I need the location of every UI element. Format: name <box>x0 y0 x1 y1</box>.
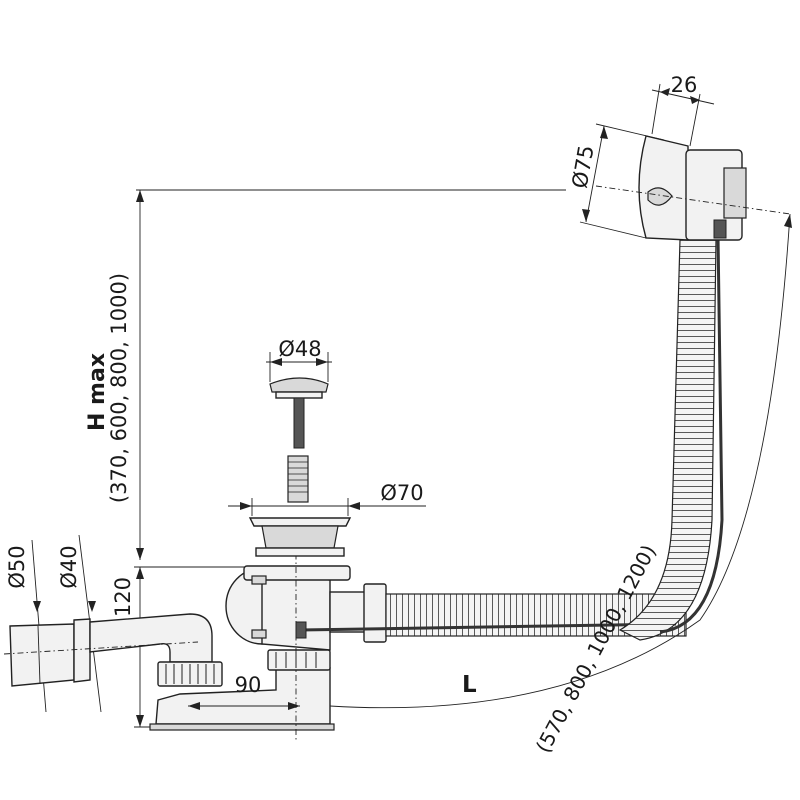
plug-diameter-label: Ø48 <box>278 337 321 361</box>
l-label: L <box>462 672 477 698</box>
outlet-outer-diameter-label: Ø50 <box>5 545 29 588</box>
plug-assembly: Ø48 Ø70 <box>228 337 426 557</box>
outlet-pipe <box>3 613 213 687</box>
trap-height-label: 120 <box>111 577 135 617</box>
overflow-diameter-label: Ø75 <box>568 143 599 190</box>
connector-hose <box>295 583 687 643</box>
h-max-values: (370, 600, 800, 1000) <box>107 273 131 503</box>
l-values: (570, 800, 1000, 1200) <box>531 541 661 757</box>
overflow-head: 26 Ø75 <box>568 73 791 241</box>
h-max-label: H max <box>85 353 110 431</box>
overflow-hose <box>618 235 724 641</box>
h-max-dimension: H max (370, 600, 800, 1000) <box>85 189 566 560</box>
trap-body <box>149 540 351 740</box>
trap-height-dimension: 120 <box>111 566 350 728</box>
flange-diameter-label: Ø70 <box>380 481 423 505</box>
trap-offset-label: 90 <box>235 673 262 697</box>
overflow-width-label: 26 <box>671 73 698 97</box>
outlet-inner-diameter-label: Ø40 <box>57 545 81 588</box>
trap-offset-dimension: 90 <box>188 673 300 710</box>
